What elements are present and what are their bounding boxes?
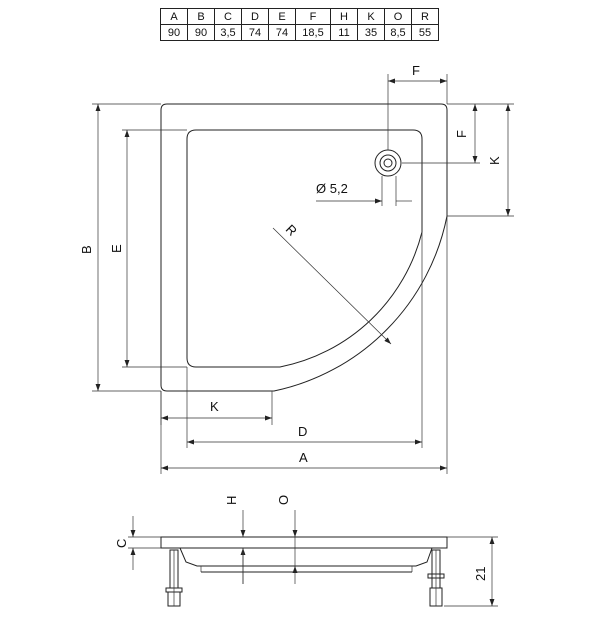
tray-inner-basin (186, 129, 423, 368)
tray-outer-outline (160, 103, 448, 392)
label-a: A (299, 450, 308, 465)
label-f-right: F (454, 130, 469, 138)
label-drain-diameter: Ø 5,2 (316, 181, 348, 196)
label-e: E (109, 244, 124, 253)
drain-outer-ring (374, 149, 402, 177)
label-b: B (79, 245, 94, 254)
radius-r-line (272, 227, 392, 345)
dimensions-value-row: 90 90 3,5 74 74 18,5 11 35 8,5 55 (160, 24, 439, 41)
label-height-21: 21 (473, 567, 488, 581)
value-cell-a: 90 (160, 24, 188, 41)
label-f-top: F (412, 63, 420, 78)
label-d: D (298, 424, 307, 439)
dimensions-table: A B C D E F H K O R 90 90 3,5 74 74 18,5… (160, 8, 439, 41)
label-c: C (114, 539, 129, 548)
tray-rim-profile (160, 536, 448, 549)
value-cell-o: 8,5 (384, 24, 412, 41)
tray-basin-profile (179, 547, 433, 567)
drain-inner-ring (379, 154, 397, 172)
value-cell-e: 74 (268, 24, 296, 41)
label-h: H (224, 496, 239, 505)
value-cell-r: 55 (411, 24, 439, 41)
side-view: C H O 21 (114, 495, 498, 607)
value-cell-f: 18,5 (295, 24, 331, 41)
value-cell-k: 35 (357, 24, 385, 41)
value-cell-c: 3,5 (214, 24, 242, 41)
label-k-bottom: K (210, 399, 219, 414)
value-cell-b: 90 (187, 24, 215, 41)
label-r: R (283, 222, 300, 239)
plan-view: R Ø 5,2 F F K B E K (79, 63, 514, 474)
label-k-right: K (487, 156, 502, 165)
label-o: O (276, 495, 291, 505)
drain-hole (383, 158, 393, 168)
